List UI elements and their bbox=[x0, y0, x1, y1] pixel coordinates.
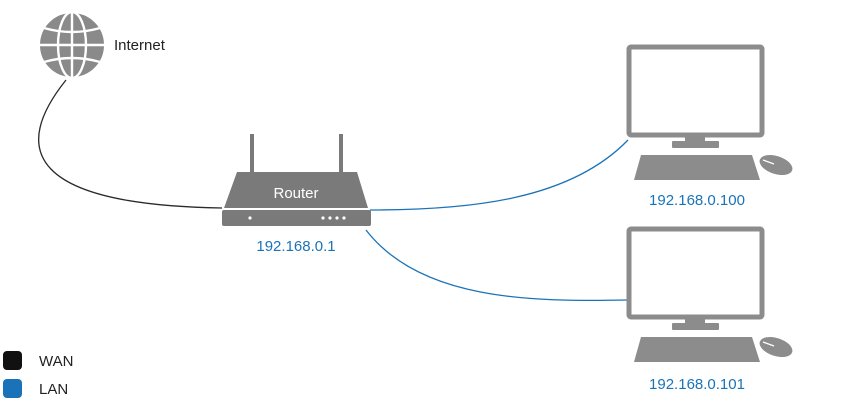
router-label: Router bbox=[273, 185, 318, 202]
legend-item-wan: WAN bbox=[3, 351, 73, 370]
lan-link-pc2 bbox=[365, 229, 629, 302]
legend-swatch-wan bbox=[3, 351, 22, 370]
globe-icon bbox=[38, 10, 106, 80]
legend-label-wan: WAN bbox=[39, 353, 73, 370]
legend-item-lan: LAN bbox=[3, 379, 68, 398]
wan-link bbox=[38, 79, 223, 209]
legend-swatch-lan bbox=[3, 379, 22, 398]
router-ip: 192.168.0.1 bbox=[256, 238, 335, 255]
legend-label-lan: LAN bbox=[39, 381, 68, 398]
mouse-icon bbox=[759, 154, 793, 176]
desktop-computer-icon bbox=[626, 44, 793, 180]
pc2-ip: 192.168.0.101 bbox=[649, 376, 745, 393]
mouse-icon bbox=[759, 336, 793, 358]
router-icon bbox=[222, 134, 371, 226]
legend: WAN LAN bbox=[3, 351, 73, 398]
desktop-computer-icon bbox=[626, 226, 793, 362]
lan-link-pc1 bbox=[369, 139, 629, 211]
router-led bbox=[248, 216, 252, 220]
internet-label: Internet bbox=[114, 37, 166, 54]
pc1-ip: 192.168.0.100 bbox=[649, 192, 745, 209]
